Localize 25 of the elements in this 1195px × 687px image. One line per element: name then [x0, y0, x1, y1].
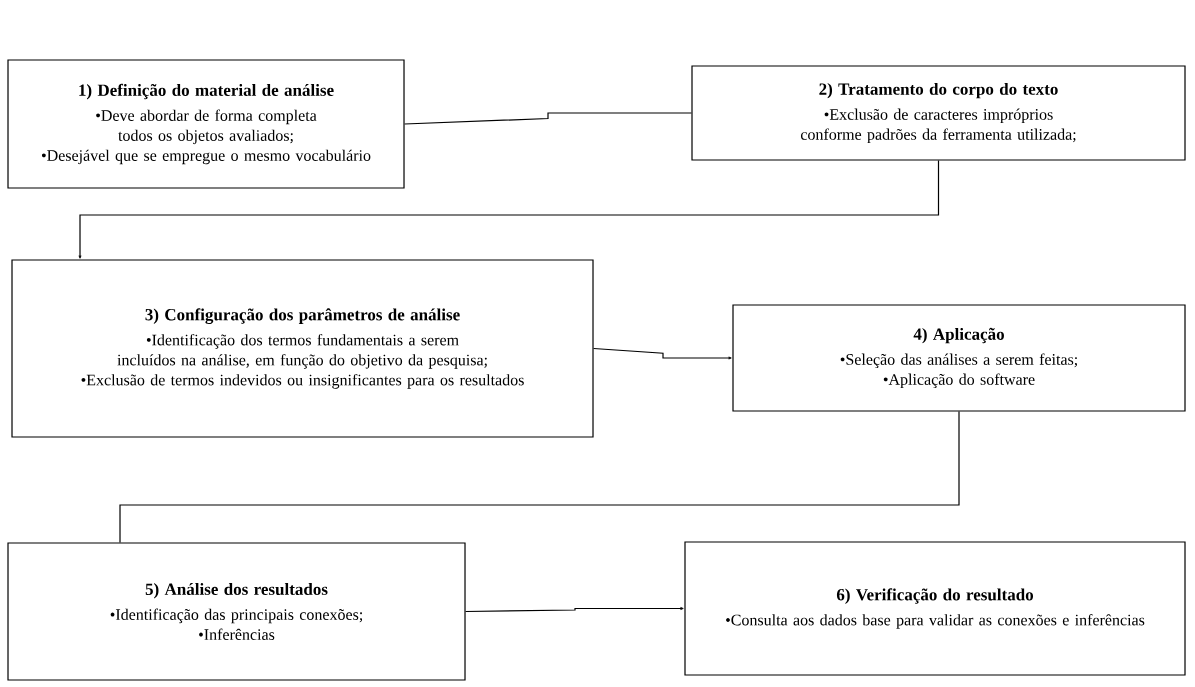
box-heading: 4) Aplicação [913, 327, 1004, 344]
process-box [7, 542, 466, 681]
box-heading: 2) Tratamento do corpo do texto [819, 82, 1058, 99]
connector-arrow [465, 607, 684, 613]
process-box [684, 541, 1186, 676]
bullet-text: •Consulta aos dados base para validar as conexões e inferências [726, 614, 1145, 629]
process-box [691, 65, 1186, 161]
process-box [7, 59, 405, 189]
bullet-text: •Deve abordar de forma completa todos os objetos avaliados; [96, 109, 317, 145]
bullet-text: •Identificação dos termos fundamentais a serem incluídos na análise, em função do objetivo da pesquisa; [117, 334, 487, 369]
bullet-text: •Seleção das análises a serem feitas; [840, 353, 1077, 369]
bullet-text: •Identificação das principais conexões; [110, 608, 363, 624]
process-box [11, 259, 594, 438]
box-heading: 1) Definição do material de análise [79, 83, 334, 100]
connector-arrow [78, 160, 940, 259]
connector-arrow [593, 347, 732, 360]
bullet-text: •Aplicação do software [883, 373, 1035, 389]
box-heading: 5) Análise dos resultados [145, 583, 328, 599]
bullet-text: •Inferências [199, 628, 275, 640]
bullet-text: •Exclusão de caracteres impróprios conforme padrões da ferramenta utilizada; [800, 108, 1076, 144]
box-heading: 6) Verificação do resultado [836, 588, 1034, 604]
bullet-text: •Exclusão de termos indevidos ou insignificantes para os resultados [81, 374, 524, 389]
bullet-text: •Desejável que se empregue o mesmo vocabulário [41, 149, 371, 165]
process-box [732, 304, 1186, 412]
box-heading: 3) Configuração dos parâmetros de análise [145, 308, 460, 324]
